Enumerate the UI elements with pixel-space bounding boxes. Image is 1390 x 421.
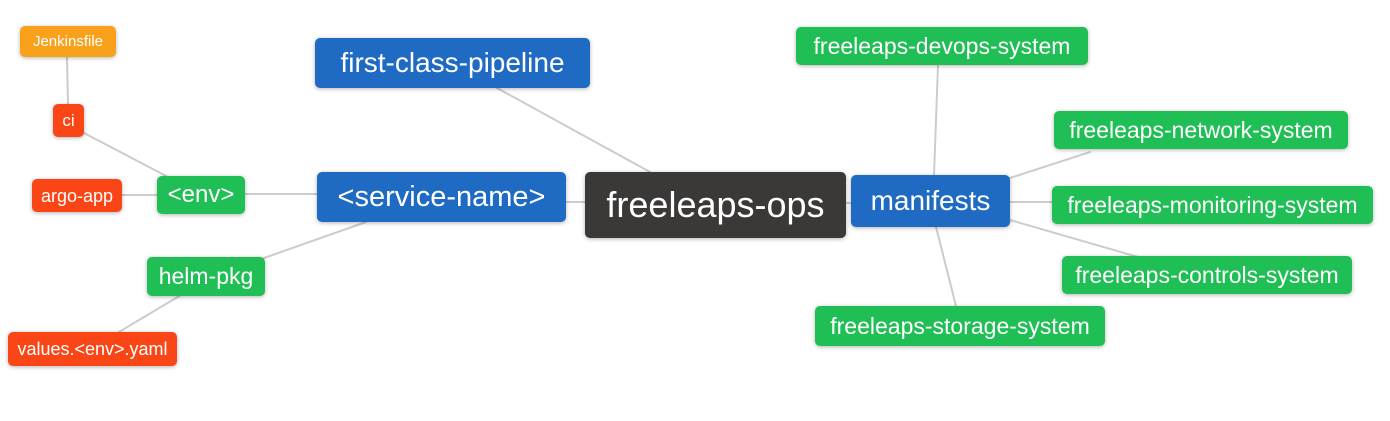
node-ci[interactable]: ci [53,104,84,137]
node-env[interactable]: <env> [157,176,245,214]
node-freeleaps-ops-root[interactable]: freeleaps-ops [585,172,846,238]
edge-manifests-network-system [1009,151,1091,179]
edge-jenkinsfile-ci [66,56,69,105]
node-freeleaps-storage-system[interactable]: freeleaps-storage-system [815,306,1105,346]
edge-helm-pkg-service-name [263,221,367,259]
node-first-class-pipeline[interactable]: first-class-pipeline [315,38,590,88]
node-manifests[interactable]: manifests [851,175,1010,227]
node-argo-app[interactable]: argo-app [32,179,122,212]
node-service-name[interactable]: <service-name> [317,172,566,222]
node-freeleaps-monitoring-system[interactable]: freeleaps-monitoring-system [1052,186,1373,224]
node-freeleaps-devops-system[interactable]: freeleaps-devops-system [796,27,1088,65]
edge-manifests-storage-system [935,226,957,307]
edge-ci-env [83,132,169,178]
node-freeleaps-controls-system[interactable]: freeleaps-controls-system [1062,256,1352,294]
node-values-env-yaml[interactable]: values.<env>.yaml [8,332,177,366]
edge-manifests-controls-system [1009,219,1139,258]
edge-values-helm-pkg [118,294,182,333]
node-helm-pkg[interactable]: helm-pkg [147,257,265,296]
edge-manifests-devops-system [933,64,939,176]
node-freeleaps-network-system[interactable]: freeleaps-network-system [1054,111,1348,149]
node-jenkinsfile[interactable]: Jenkinsfile [20,26,116,57]
edge-first-class-pipeline-root [496,87,651,173]
